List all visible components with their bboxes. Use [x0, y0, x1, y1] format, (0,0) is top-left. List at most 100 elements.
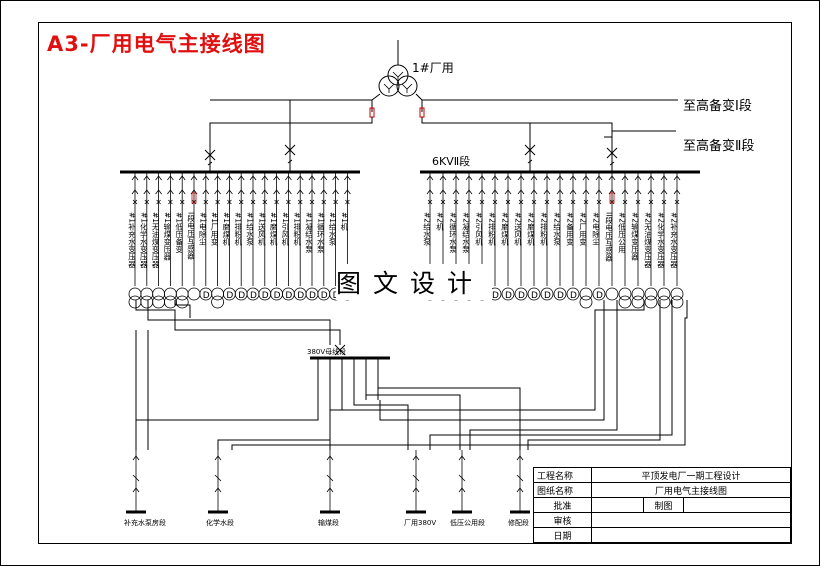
right-feeder-label: #2排粉机 — [487, 212, 496, 247]
left-feeder-label: #1磨煤机 — [269, 212, 278, 247]
left-feeder-3: #1输煤变压器 — [163, 172, 177, 309]
left-feeder-15: D#1凝结水泵 — [304, 172, 319, 301]
right-feeder-label: #2备用变 — [565, 212, 574, 247]
bottom-load-label: 输煤段 — [318, 518, 339, 527]
left-feeder-motor-symbol: D — [309, 291, 316, 301]
right-feeder-label: #2磨煤机 — [500, 212, 509, 247]
left-feeder-7: #1厂用变 — [210, 172, 225, 309]
left-feeder-0: #1补充水变压器 — [127, 172, 142, 309]
left-feeder-label: #1化学水变压器 — [139, 212, 148, 269]
left-feeder-label: #1给水泵 — [328, 212, 337, 246]
right-feeder-label: #2化学水变压器 — [656, 212, 665, 269]
bottom-load-0: 补充水泵房段 — [124, 450, 166, 527]
backup-label-2: 至高备变Ⅱ段 — [683, 138, 754, 154]
watermark: 图文设计 — [336, 264, 492, 300]
right-feeder-label: #2补充水变压器 — [669, 212, 678, 269]
right-feeder-8: D #2磨煤机 — [526, 172, 541, 301]
right-feeder-label: #2低压公用 — [617, 212, 626, 254]
right-feeder-motor-symbol: D — [531, 291, 538, 301]
drawing-name-label: 图纸名称 — [533, 482, 592, 498]
left-feeder-label: #1低压备变 — [174, 212, 183, 254]
right-feeder-label: #2给水泵 — [422, 212, 431, 246]
date-label: 日期 — [533, 527, 592, 543]
draw-label: 制图 — [643, 497, 684, 513]
right-feeder-motor-symbol: D — [518, 291, 525, 301]
left-feeder-11: D #1送风机 — [257, 172, 272, 301]
approve-value — [591, 497, 644, 513]
right-feeder-11: D #2备用变 — [565, 172, 580, 301]
right-feeder-13: D #2电除尘 — [591, 172, 606, 301]
right-feeder-9: D #2排粉机 — [539, 172, 554, 301]
right-feeder-label: #2电除尘 — [591, 212, 600, 246]
left-feeder-label: #1送风机 — [257, 212, 266, 247]
right-feeder-label: #2无油煤变压器 — [643, 212, 652, 269]
left-feeder-label: #1补充水变压器 — [127, 212, 136, 269]
transformer-feeders — [204, 93, 678, 172]
left-feeder-motor-symbol: D — [321, 291, 328, 301]
date-value — [590, 527, 792, 543]
left-feeder-label: #1循环水泵 — [316, 212, 325, 253]
backup-label-1: 至高备变Ⅰ段 — [683, 98, 752, 114]
right-feeder-12: #2厂用变 — [578, 172, 593, 309]
right-feeder-label: #2给水泵 — [552, 212, 561, 246]
draw-value — [682, 497, 792, 513]
left-feeder-motor-symbol: D — [238, 291, 245, 301]
left-feeder-label: #1输煤变压器 — [163, 212, 172, 262]
bottom-load-label: 低压公用段 — [450, 518, 485, 527]
right-feeder-label: #2引风机 — [474, 212, 483, 247]
left-feeder-label: #1排粉机 — [233, 212, 242, 247]
right-feeder-motor-symbol: D — [596, 291, 603, 301]
right-feeder-19: #2补充水变压器 — [669, 172, 684, 309]
left-feeder-motor-symbol: D — [274, 291, 281, 301]
project-name-label: 工程名称 — [533, 467, 592, 483]
low-voltage-wiring — [135, 300, 688, 450]
review-value — [590, 512, 792, 528]
page-title: A3-厂用电气主接线图 — [47, 32, 266, 56]
review-label: 审核 — [533, 512, 592, 528]
left-feeder-motor-symbol: D — [297, 291, 304, 301]
right-feeder-motor-symbol: D — [557, 291, 564, 301]
drawing-border — [38, 22, 792, 544]
left-feeder-motor-symbol: D — [285, 291, 292, 301]
right-feeder-16: #2输煤变压器 — [630, 172, 645, 309]
left-feeder-motor-symbol: D — [250, 291, 257, 301]
bottom-load-5: 修配段 — [508, 450, 530, 527]
right-feeder-motor-symbol: D — [505, 291, 512, 301]
transformer-symbol — [378, 40, 418, 97]
bottom-load-2: 输煤段 — [318, 450, 340, 527]
left-feeder-label: #1机 — [340, 212, 349, 232]
right-feeder-label: #2厂用变 — [578, 212, 587, 247]
left-feeder-label: #1排粉机 — [292, 212, 301, 247]
right-feeder-motor-symbol: D — [492, 291, 499, 301]
bottom-load-label: 厂用380V — [404, 519, 436, 527]
right-feeder-motor-symbol: D — [570, 291, 577, 301]
title-block: 工程名称 平顶发电厂一期工程设计 图纸名称 厂用电气主接线图 批准 制图 审核 … — [533, 467, 792, 543]
left-feeder-label: #1电除尘 — [198, 212, 207, 246]
right-feeder-label: #2送风机 — [513, 212, 522, 247]
right-feeder-17: #2无油煤变压器 — [643, 172, 658, 309]
left-feeder-motor-symbol: D — [203, 291, 210, 301]
bottom-load-4: 低压公用段 — [450, 450, 485, 527]
right-feeder-motor-symbol: D — [544, 291, 551, 301]
right-feeder-label: #2输煤变压器 — [630, 212, 639, 262]
right-feeder-15: #2低压公用 — [617, 172, 632, 309]
left-feeder-motor-symbol: D — [262, 291, 269, 301]
bus-380-label: 380V母线段 — [307, 347, 346, 356]
project-name: 平顶发电厂一期工程设计 — [590, 467, 792, 483]
bottom-load-label: 修配段 — [508, 518, 529, 527]
left-feeder-label: #1磨煤机 — [222, 212, 231, 247]
left-feeder-label: #1给水泵 — [245, 212, 254, 246]
right-feeder-label: II段电压互感器 — [604, 212, 613, 263]
right-feeders: D#2给水泵D#2机D#2循环水泵D#2凝结水泵D#2引风机D#2排粉机D#2磨… — [422, 172, 684, 309]
approve-label: 批准 — [533, 497, 592, 513]
right-feeder-7: D #2送风机 — [513, 172, 528, 301]
left-feeder-8: D #1磨煤机 — [222, 172, 236, 301]
left-feeder-motor-symbol: D — [226, 291, 233, 301]
left-feeder-label: #1无油煤变压器 — [151, 212, 160, 269]
left-feeder-1: #1化学水变压器 — [139, 172, 154, 309]
right-feeder-label: #2磨煤机 — [526, 212, 535, 247]
transformer-label: 1#厂用 — [412, 61, 454, 75]
right-feeder-label: #2排粉机 — [539, 212, 548, 247]
